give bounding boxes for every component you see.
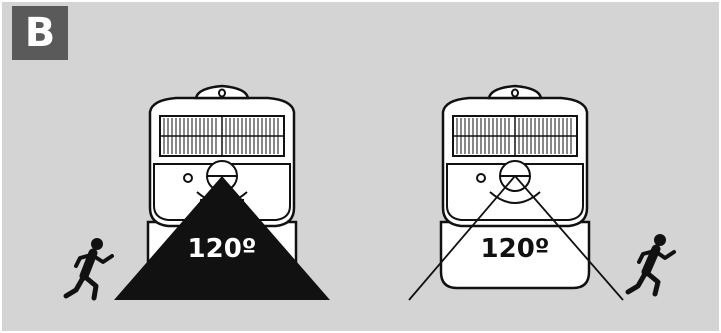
lamp-right	[439, 84, 591, 290]
panel-label: B	[12, 6, 68, 60]
detection-zone-left	[114, 176, 330, 300]
detection-lines-right	[408, 175, 624, 301]
solar-panel	[159, 115, 285, 157]
runner-icon-left	[63, 238, 114, 301]
solar-panel	[452, 115, 578, 157]
detection-angle-label-right: 120º	[480, 234, 550, 264]
runner-icon-right	[625, 234, 676, 297]
detection-angle-label-left: 120º	[187, 234, 257, 264]
light-sensor	[183, 173, 193, 183]
mounting-hole	[218, 88, 226, 98]
motion-sensor-right	[489, 160, 541, 204]
